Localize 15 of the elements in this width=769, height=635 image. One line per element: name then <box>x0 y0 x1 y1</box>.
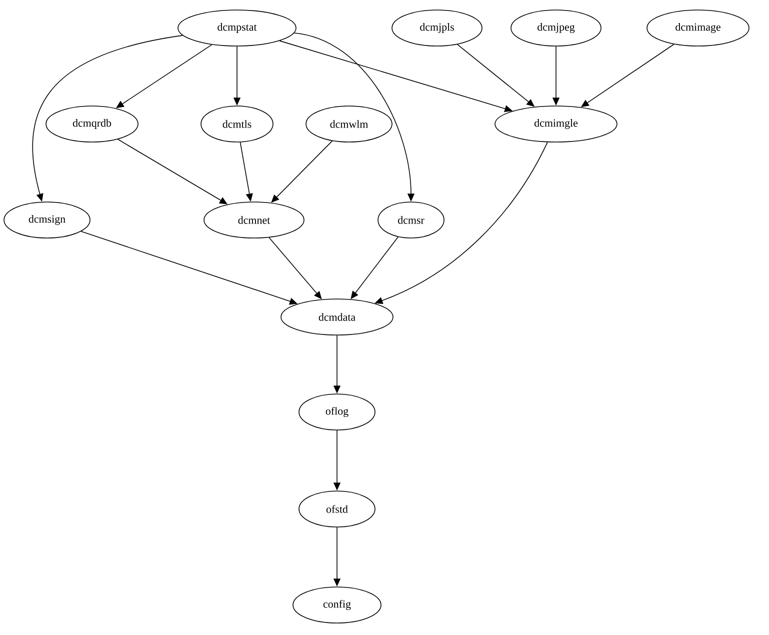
ellipse-node: dcmimgle <box>494 106 618 142</box>
ellipse-node: config <box>292 586 382 624</box>
ellipse-node: dcmpstat <box>178 10 296 46</box>
ellipse-node: dcmwlm <box>306 106 392 142</box>
ellipse-node: dcmsr <box>378 202 444 238</box>
ellipse-node: dcmtls <box>200 106 274 142</box>
ellipse-node: dcmdata <box>280 298 394 336</box>
ellipse-node: oflog <box>298 394 376 430</box>
ellipse-node: dcmsign <box>4 202 90 238</box>
ellipse-node: dcmjpeg <box>510 10 602 46</box>
ellipse-node: dcmimage <box>646 10 750 46</box>
ellipse-node: dcmqrdb <box>46 106 138 142</box>
ellipse-node: ofstd <box>298 490 376 528</box>
ellipse-node: dcmjpls <box>392 10 482 46</box>
ellipse-node: dcmnet <box>204 202 304 238</box>
